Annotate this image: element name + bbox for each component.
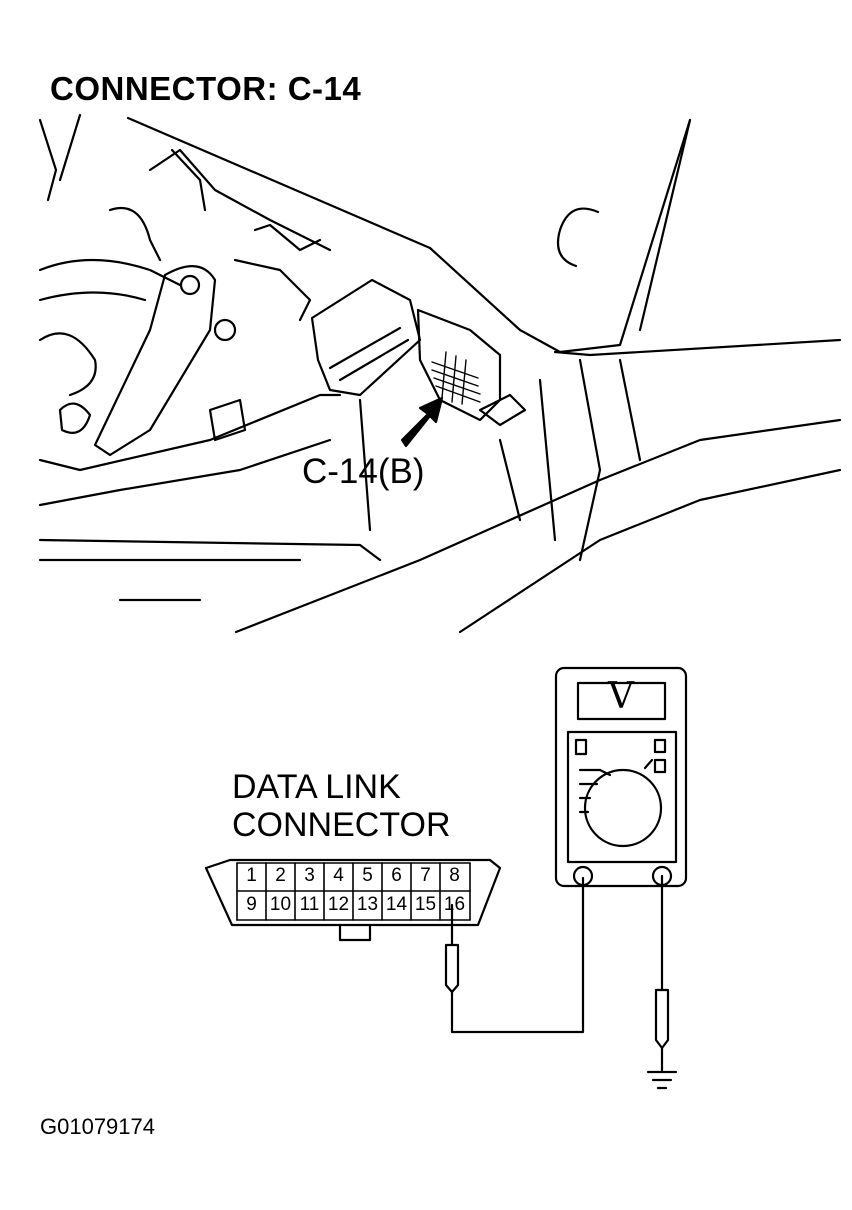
data-link-connector-shape xyxy=(204,858,502,942)
pin-label: 6 xyxy=(391,865,402,886)
pin-label: 9 xyxy=(246,894,257,915)
pin-label: 4 xyxy=(333,865,344,886)
figure-id: G01079174 xyxy=(40,1114,155,1139)
callout-label: C-14(B) xyxy=(302,452,425,491)
pin-label: 3 xyxy=(304,865,315,886)
dlc-label-line1: DATA LINK xyxy=(232,768,401,806)
pin-label: 8 xyxy=(449,865,460,886)
pin-label: 15 xyxy=(414,894,437,915)
pin-label: 12 xyxy=(327,894,350,915)
pin-label: 5 xyxy=(362,865,373,886)
vehicle-interior-illustration xyxy=(38,113,842,634)
page-title: CONNECTOR: C-14 xyxy=(50,70,362,107)
pin-label: 7 xyxy=(420,865,431,886)
voltmeter-icon xyxy=(554,666,688,888)
pin-label: 10 xyxy=(269,894,292,915)
ground-lead xyxy=(654,874,670,1072)
pin-label: 16 xyxy=(443,894,466,915)
pin-label: 1 xyxy=(246,865,257,886)
pin-label: 11 xyxy=(299,894,320,915)
pin-label: 14 xyxy=(385,894,408,915)
positive-probe xyxy=(444,876,585,1034)
pin-label: 2 xyxy=(275,865,286,886)
dlc-label-line2: CONNECTOR xyxy=(232,806,451,844)
pin-label: 13 xyxy=(356,894,379,915)
arrow-icon xyxy=(400,396,444,448)
ground-symbol-icon xyxy=(646,1070,678,1090)
meter-display-label: V xyxy=(608,676,634,717)
